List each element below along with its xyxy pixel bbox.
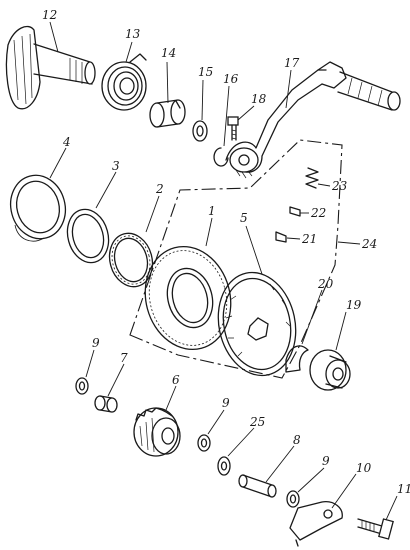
label-part-9-right: 9 [322, 454, 330, 468]
label-part-17: 17 [284, 56, 300, 70]
label-part-8: 8 [293, 433, 301, 447]
leader-1 [205, 217, 213, 247]
leader-11 [385, 495, 398, 521]
leader-21 [286, 237, 301, 240]
leader-14 [166, 61, 169, 104]
part-7-bush [94, 395, 118, 413]
leader-15 [201, 79, 204, 121]
leader-6 [165, 385, 177, 411]
label-part-1: 1 [208, 204, 216, 218]
part-8-pin [238, 474, 277, 498]
label-part-3: 3 [112, 159, 120, 173]
label-part-24: 24 [361, 237, 377, 251]
label-part-23: 23 [331, 179, 348, 193]
part-11-bolt [357, 518, 394, 540]
label-part-22: 22 [310, 206, 326, 220]
label-part-11: 11 [397, 482, 410, 496]
leader-5 [245, 225, 263, 275]
leader-3 [95, 171, 117, 209]
label-part-9-left: 9 [92, 336, 100, 350]
part-9-washer-right [286, 490, 300, 508]
label-part-21: 21 [301, 232, 317, 246]
leader-4 [49, 147, 67, 179]
leader-25 [227, 427, 255, 457]
part-4-friction-ring [9, 174, 67, 242]
part-2-needle-bearing [108, 232, 154, 288]
leader-16 [223, 85, 230, 147]
part-13-spring [101, 53, 147, 111]
assembly-boundary-outline [129, 139, 343, 379]
part-22-pin [289, 206, 301, 217]
leader-8 [265, 445, 295, 483]
part-10-lever-plate [289, 501, 343, 547]
label-part-14: 14 [161, 46, 176, 60]
label-part-9-middle: 9 [222, 396, 230, 410]
leader-13 [125, 41, 133, 63]
label-part-18: 18 [251, 92, 267, 106]
leader-20 [301, 289, 323, 345]
label-part-6: 6 [172, 373, 180, 387]
label-part-15: 15 [198, 65, 213, 79]
part-18-bolt [227, 116, 239, 141]
leader-10 [331, 473, 357, 509]
part-17-kick-lever [225, 61, 401, 179]
part-1-ratchet-gear [144, 245, 232, 351]
leader-19 [335, 311, 347, 351]
label-part-10: 10 [356, 461, 372, 475]
part-23-spring [305, 167, 319, 189]
part-5-drive-plate [217, 271, 297, 377]
leader-17 [285, 69, 292, 109]
leader-12 [49, 21, 59, 53]
part-16-circlip [213, 147, 229, 167]
label-part-12: 12 [42, 8, 57, 22]
part-3-ring [66, 208, 110, 264]
label-part-20: 20 [317, 277, 334, 291]
label-part-19: 19 [346, 298, 362, 312]
part-20-bracket [285, 345, 309, 373]
part-12-kick-shaft [5, 25, 96, 110]
part-15-washer [192, 120, 208, 142]
leader-18 [237, 105, 255, 121]
label-part-13: 13 [125, 27, 141, 41]
label-part-5: 5 [240, 211, 248, 225]
leader-9-right [297, 467, 325, 493]
part-25-washer [217, 456, 231, 476]
part-9-washer-middle [197, 434, 211, 452]
label-part-7: 7 [120, 351, 128, 365]
part-6-gear [133, 407, 181, 457]
part-14-sleeve [149, 99, 186, 128]
leader-lines [49, 21, 398, 521]
leader-7 [107, 363, 125, 397]
leader-24 [337, 241, 361, 245]
part-19-nut [309, 349, 351, 391]
leader-9-left [85, 349, 95, 378]
leader-9-middle [207, 409, 225, 435]
leader-23 [317, 183, 331, 187]
part-labels: 12 13 14 15 16 17 18 4 3 2 1 5 23 22 21 … [42, 8, 410, 496]
label-part-4: 4 [62, 135, 71, 149]
label-part-16: 16 [223, 72, 239, 86]
part-9-washer-left [75, 377, 89, 395]
label-part-25: 25 [249, 415, 265, 429]
label-part-2: 2 [155, 182, 164, 196]
leader-2 [145, 195, 160, 233]
part-21-pawl [275, 231, 287, 243]
